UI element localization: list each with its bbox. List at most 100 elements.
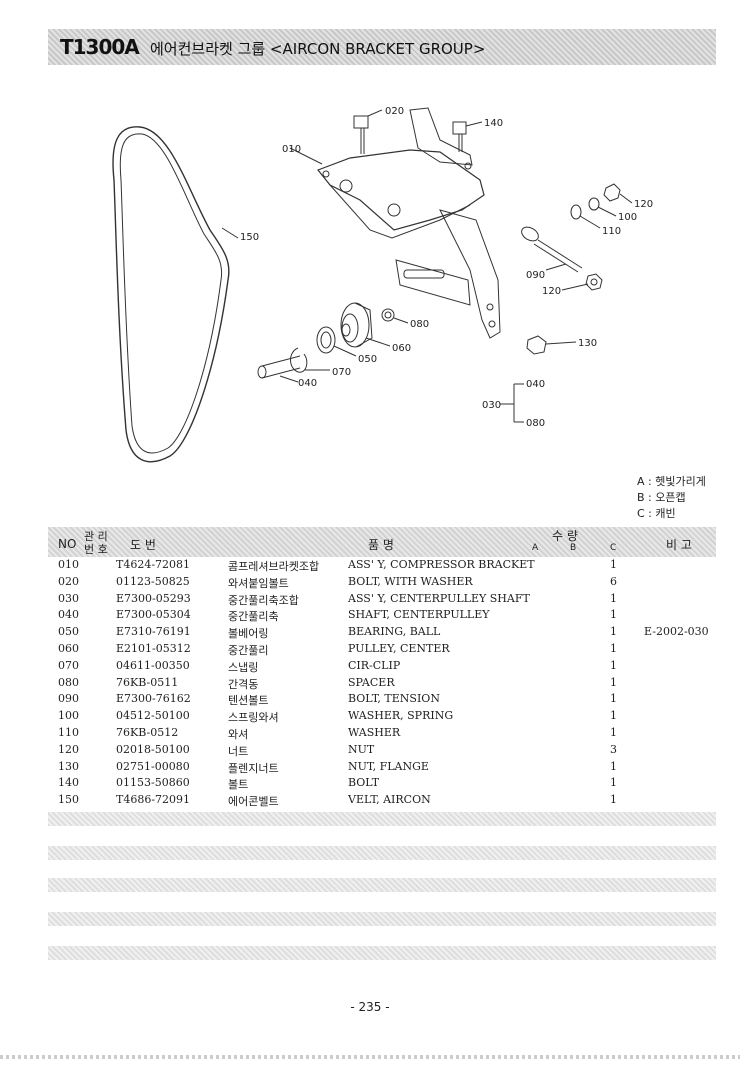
part-number: 060: [58, 641, 79, 655]
english-name: PULLEY, CENTER: [348, 641, 450, 655]
drawing-number: E2101-05312: [116, 641, 191, 655]
callout-100: 100: [618, 212, 637, 223]
washer-110-drawing: [570, 204, 582, 220]
korean-name: 와셔붙임볼트: [228, 576, 289, 590]
header-mgmt-bottom: 번 호: [84, 543, 108, 556]
english-name: BOLT: [348, 776, 380, 790]
callout-group-080: 080: [526, 418, 545, 429]
table-row: 150 T4686-72091 에어콘벨트 VELT, AIRCON 1: [48, 792, 716, 809]
quantity: 1: [610, 793, 617, 807]
drawing-number: T4624-72081: [116, 558, 191, 571]
drawing-number: T4686-72091: [116, 793, 191, 807]
english-name: SHAFT, CENTERPULLEY: [348, 608, 490, 622]
tension-bolt-drawing: [521, 226, 583, 273]
part-number: 030: [58, 591, 79, 605]
table-band: [48, 878, 716, 892]
korean-name: 스냅링: [228, 660, 259, 674]
part-number: 020: [58, 574, 79, 588]
legend-item-b: B : 오픈캡: [637, 491, 686, 504]
korean-name: 중간풀리축조합: [228, 593, 299, 607]
nut-120b-drawing: [585, 273, 603, 291]
aircon-belt-drawing: [112, 126, 230, 463]
korean-name: 콤프레셔브라켓조합: [228, 560, 320, 573]
legend-item-a: A : 헷빛가리게: [637, 475, 706, 488]
english-name: SPACER: [348, 675, 395, 689]
quantity: 1: [610, 759, 617, 773]
part-number: 010: [58, 558, 79, 571]
group-title: 에어컨브라켓 그룹 <AIRCON BRACKET GROUP>: [150, 40, 486, 58]
table-band: [48, 812, 716, 826]
korean-name: 에어콘벨트: [228, 795, 279, 809]
part-number: 130: [58, 759, 79, 773]
drawing-number: 02018-50100: [116, 742, 190, 756]
callout-110: 110: [602, 226, 621, 237]
table-band: [48, 912, 716, 926]
part-number: 070: [58, 658, 79, 672]
callout-group-040: 040: [526, 379, 545, 390]
callout-070: 070: [332, 367, 351, 378]
korean-name: 볼트: [228, 778, 249, 792]
english-name: WASHER: [348, 725, 401, 739]
drawing-number: E7310-76191: [116, 625, 191, 639]
drawing-number: 02751-00080: [116, 759, 190, 773]
english-name: CIR-CLIP: [348, 658, 401, 672]
quantity: 1: [610, 641, 617, 655]
part-number: 100: [58, 709, 79, 723]
exploded-parts-diagram: 020 140 010 120 100 110 150 090 120 080 …: [112, 106, 653, 463]
quantity: 1: [610, 658, 617, 672]
korean-name: 플렌지너트: [228, 761, 279, 775]
quantity: 1: [610, 692, 617, 706]
english-name: VELT, AIRCON: [348, 793, 431, 807]
table-band: [48, 846, 716, 860]
korean-name: 너트: [228, 744, 249, 758]
part-number: 040: [58, 608, 79, 622]
quantity: 1: [610, 776, 617, 790]
quantity: 1: [610, 608, 617, 622]
quantity: 1: [610, 558, 617, 571]
drawing-number: 04611-00350: [116, 658, 190, 672]
part-number: 050: [58, 625, 79, 639]
korean-name: 와셔: [228, 727, 249, 741]
legend-item-c: C : 캐빈: [637, 507, 676, 520]
spring-washer-100-drawing: [588, 197, 600, 211]
part-number: 080: [58, 675, 79, 689]
drawing-number: E7300-05304: [116, 608, 191, 622]
quantity: 1: [610, 675, 617, 689]
drawing-number: 04512-50100: [116, 709, 190, 723]
korean-name: 텐션볼트: [228, 694, 269, 708]
cab-type-legend: A : 헷빛가리게 B : 오픈캡 C : 캐빈: [637, 474, 706, 522]
circlip-drawing: [290, 347, 308, 373]
callout-140: 140: [484, 118, 503, 129]
callout-090: 090: [526, 270, 545, 281]
callout-150: 150: [240, 232, 259, 243]
callout-120: 120: [634, 199, 653, 210]
quantity: 1: [610, 625, 617, 639]
page-header: T1300A 에어컨브라켓 그룹 <AIRCON BRACKET GROUP>: [48, 29, 716, 65]
part-number: 150: [58, 793, 79, 807]
parts-table-header: NO 관 리 번 호 도 번 품 명 수 량 A B C 비 고: [48, 527, 716, 557]
quantity: 6: [610, 574, 617, 588]
compressor-bracket-drawing: [317, 107, 501, 339]
callout-040: 040: [298, 378, 317, 389]
quantity: 1: [610, 709, 617, 723]
bolt-140-drawing: [452, 121, 467, 152]
callout-050: 050: [358, 354, 377, 365]
callout-020: 020: [385, 106, 404, 117]
nut-120-drawing: [603, 183, 621, 202]
header-qty-b: B: [570, 543, 577, 553]
header-remarks: 비 고: [666, 538, 692, 552]
center-pulley-drawing: [340, 302, 373, 348]
header-qty-a: A: [532, 543, 539, 553]
header-part-name: 품 명: [368, 538, 394, 552]
header-qty-c: C: [610, 543, 617, 553]
